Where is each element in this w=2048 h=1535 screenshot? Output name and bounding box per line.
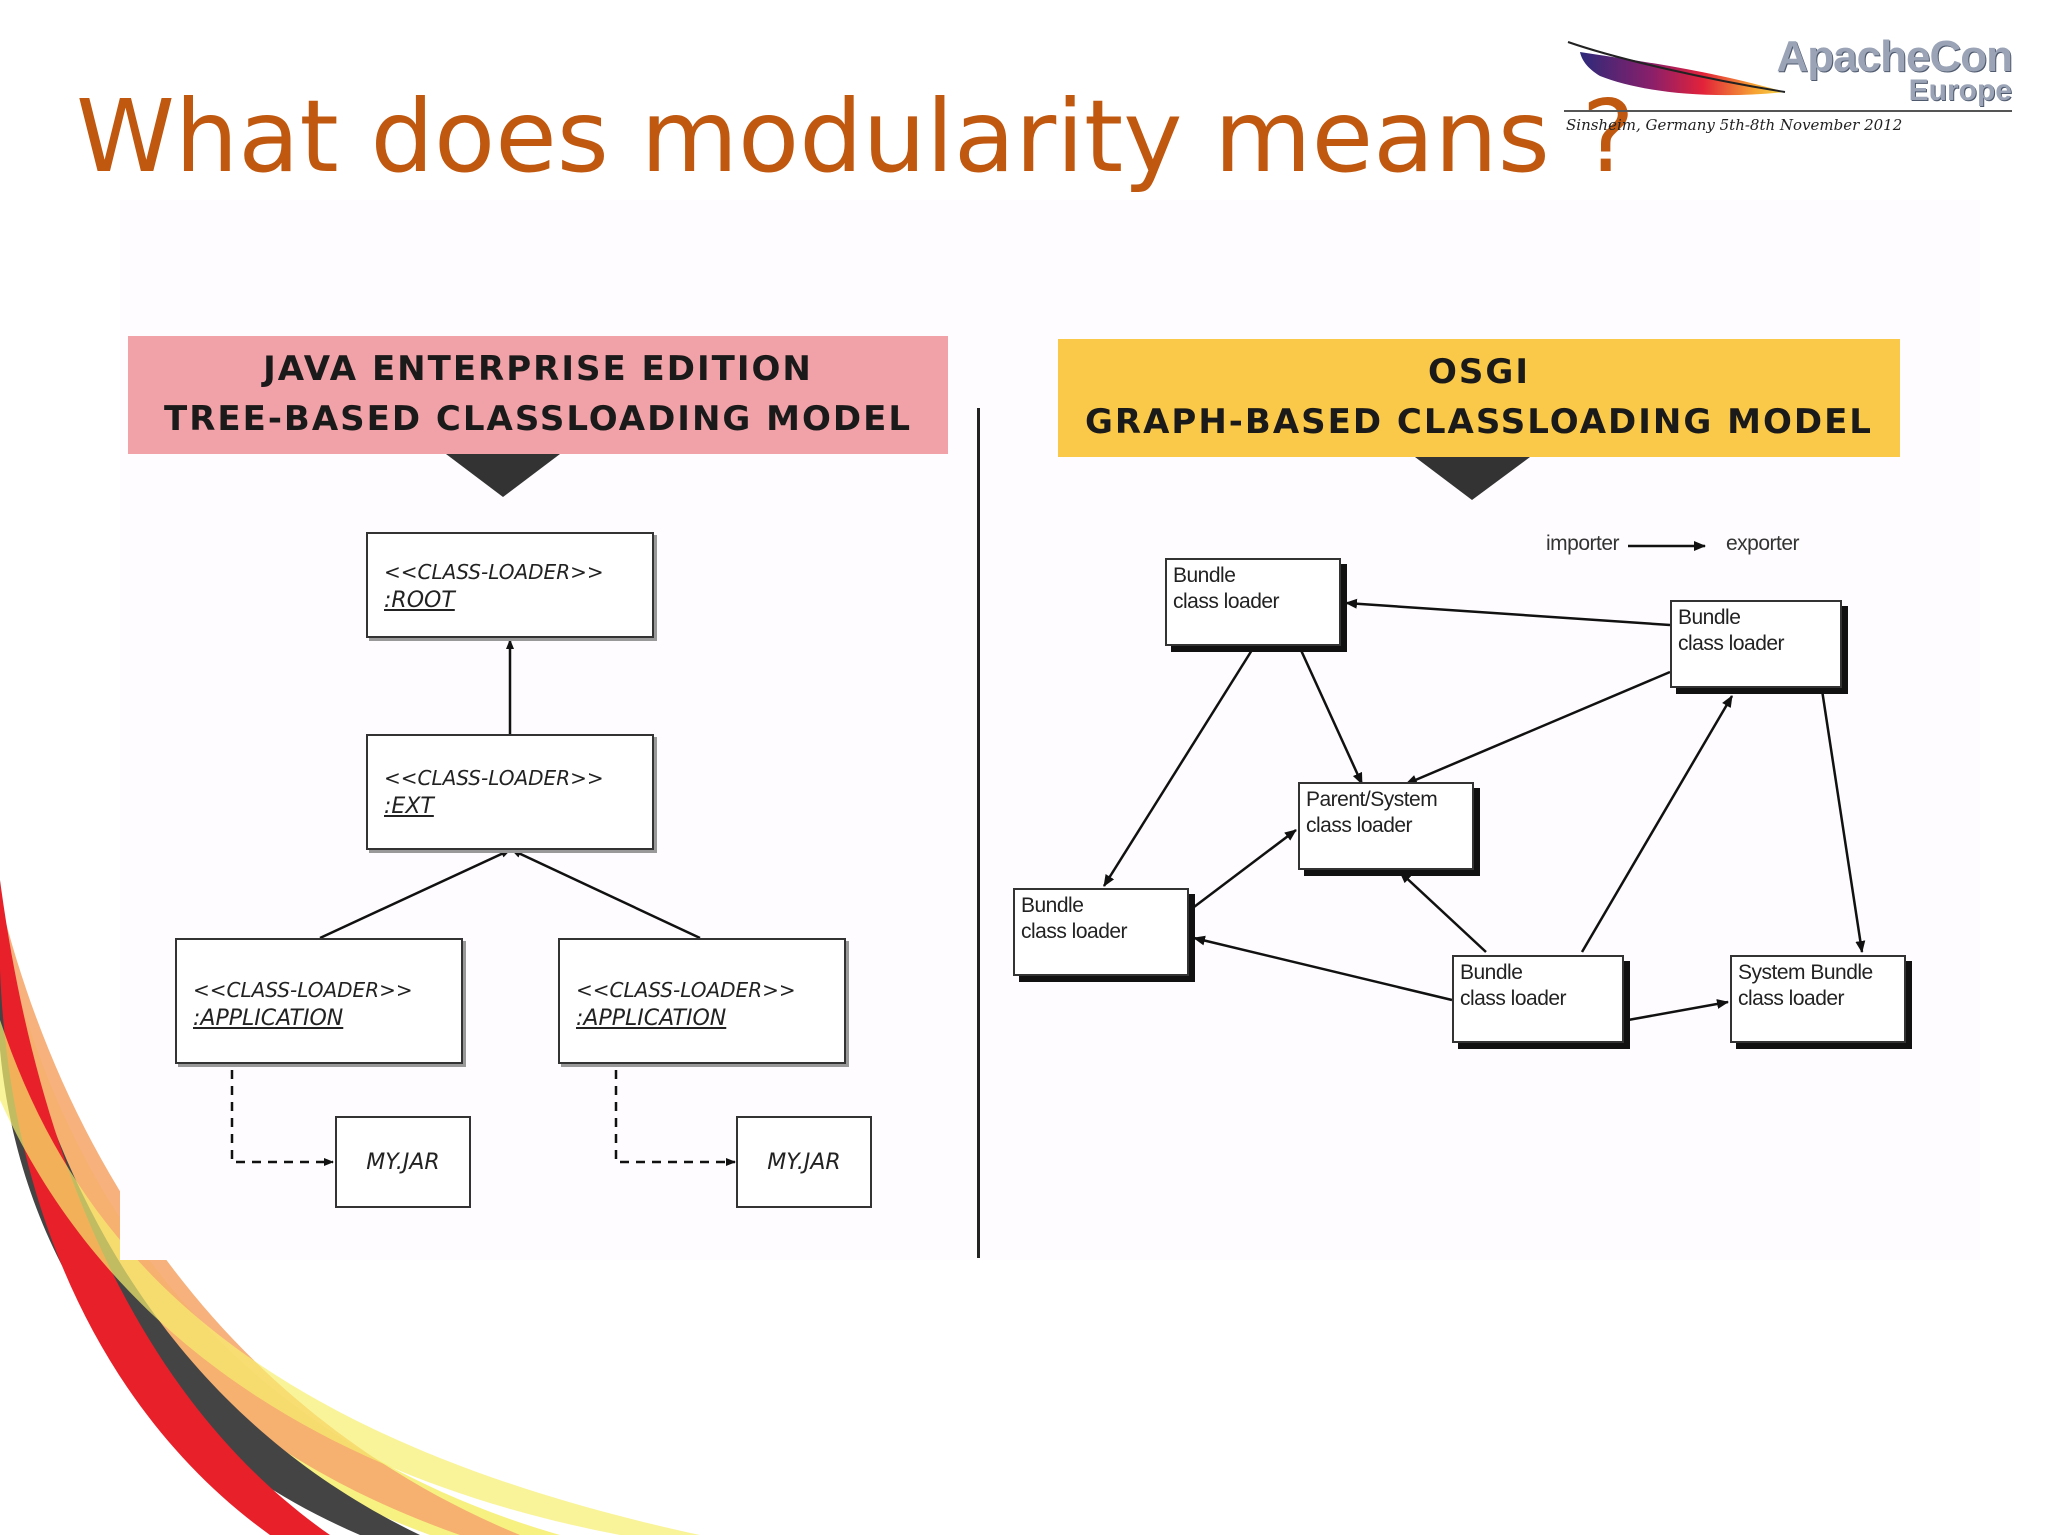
logo-divider	[1564, 110, 2012, 112]
jee-header-line1: JAVA ENTERPRISE EDITION	[263, 349, 813, 389]
app-left-stereotype: <<CLASS-LOADER>>	[193, 978, 413, 1002]
root-name: :ROOT	[384, 588, 455, 613]
bottom-to-system-arrow	[1627, 999, 1729, 1022]
apachecon-logo: ApacheCon Europe Sinsheim, Germany 5th-8…	[1560, 30, 2020, 145]
ext-class-loader: <<CLASS-LOADER>> :EXT	[366, 734, 654, 850]
ext-name: :EXT	[384, 794, 434, 819]
jar-left: MY.JAR	[335, 1116, 471, 1208]
bottom-to-tr-arrow	[1580, 695, 1734, 953]
logo-tagline: Sinsheim, Germany 5th-8th November 2012	[1566, 116, 1903, 134]
application-class-loader-left: <<CLASS-LOADER>> :APPLICATION	[175, 938, 463, 1064]
legend-exporter: exporter	[1726, 532, 1800, 555]
bundle-left-line1: Bundle	[1021, 894, 1084, 917]
app-right-to-jar-dashed	[614, 1070, 736, 1166]
bundle-top-right-line1: Bundle	[1678, 606, 1741, 629]
bundle-top-left-line2: class loader	[1173, 590, 1280, 613]
left-to-parent-arrow	[1189, 829, 1297, 911]
bottom-to-parent-arrow	[1399, 871, 1487, 953]
jee-header-pointer	[446, 454, 560, 497]
jee-header: JAVA ENTERPRISE EDITION TREE-BASED CLASS…	[128, 336, 948, 454]
osgi-header: OSGI GRAPH-BASED CLASSLOADING MODEL	[1058, 339, 1900, 457]
app-right-to-ext-arrow	[511, 848, 701, 940]
bottom-to-left-arrow	[1193, 935, 1453, 1002]
system-bundle-line2: class loader	[1738, 987, 1845, 1010]
root-class-loader: <<CLASS-LOADER>> :ROOT	[366, 532, 654, 638]
app-left-to-ext-arrow	[319, 848, 511, 940]
parent-system-class-loader: Parent/System class loader	[1298, 782, 1474, 870]
jar-right: MY.JAR	[736, 1116, 872, 1208]
osgi-header-line2: GRAPH-BASED CLASSLOADING MODEL	[1085, 402, 1873, 442]
app-left-name: :APPLICATION	[193, 1006, 344, 1031]
bundle-bottom-line1: Bundle	[1460, 961, 1523, 984]
system-bundle-line1: System Bundle	[1738, 961, 1873, 984]
column-divider	[977, 408, 980, 1258]
tr-to-parent-arrow	[1405, 670, 1671, 786]
system-bundle-class-loader: System Bundle class loader	[1730, 955, 1906, 1043]
app-right-stereotype: <<CLASS-LOADER>>	[576, 978, 796, 1002]
bundle-left-line2: class loader	[1021, 920, 1128, 943]
bundle-class-loader-bottom: Bundle class loader	[1452, 955, 1624, 1043]
logo-subtitle: Europe	[1908, 74, 2012, 107]
bundle-class-loader-top-right: Bundle class loader	[1670, 600, 1842, 688]
tl-to-left-arrow	[1102, 649, 1254, 887]
page-title: What does modularity means ?	[76, 78, 1635, 195]
osgi-header-line1: OSGI	[1428, 352, 1530, 392]
osgi-header-pointer	[1415, 457, 1530, 500]
parent-system-line1: Parent/System	[1306, 788, 1438, 811]
jee-header-line2: TREE-BASED CLASSLOADING MODEL	[164, 399, 912, 439]
bundle-top-right-line2: class loader	[1678, 632, 1785, 655]
bundle-class-loader-top-left: Bundle class loader	[1165, 558, 1341, 646]
ext-stereotype: <<CLASS-LOADER>>	[384, 766, 604, 790]
bundle-top-left-line1: Bundle	[1173, 564, 1236, 587]
tl-to-parent-arrow	[1298, 647, 1364, 785]
bundle-bottom-line2: class loader	[1460, 987, 1567, 1010]
logo-name: ApacheCon	[1776, 32, 2013, 81]
tr-to-system-arrow	[1820, 689, 1866, 953]
root-stereotype: <<CLASS-LOADER>>	[384, 560, 604, 584]
parent-system-line2: class loader	[1306, 814, 1413, 837]
application-class-loader-right: <<CLASS-LOADER>> :APPLICATION	[558, 938, 846, 1064]
legend-importer: importer	[1546, 532, 1620, 555]
tr-to-tl-arrow	[1345, 598, 1671, 627]
bundle-class-loader-left: Bundle class loader	[1013, 888, 1189, 976]
app-right-name: :APPLICATION	[576, 1006, 727, 1031]
app-left-to-jar-dashed	[230, 1070, 334, 1166]
decorative-swoosh	[0, 880, 700, 1535]
feather-icon	[1567, 41, 1786, 96]
